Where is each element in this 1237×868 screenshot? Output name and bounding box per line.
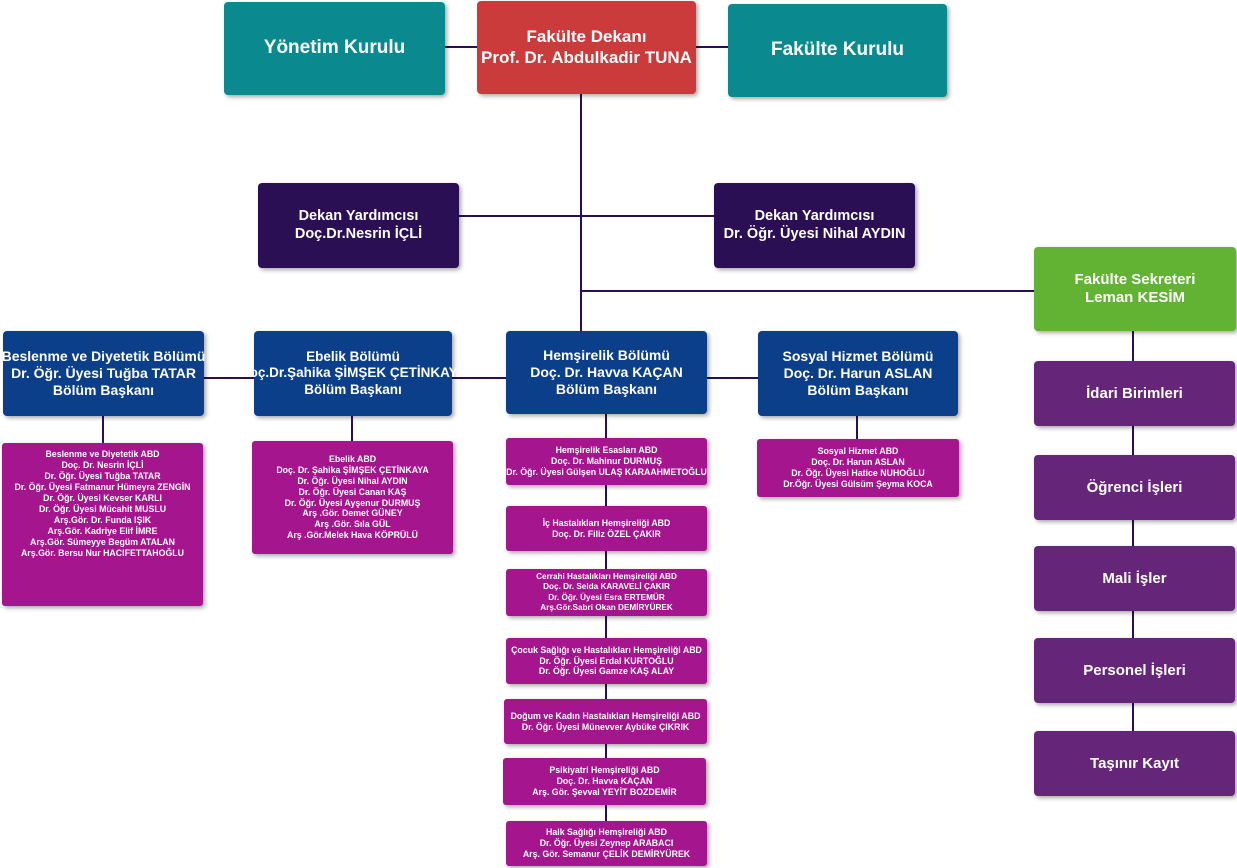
abd-line: Dr. Öğr. Üyesi Gülşen ULAŞ KARAAHMETOĞLU [506,466,707,477]
abd-line: Dr. Öğr. Üyesi Zeynep ARABACI [539,838,674,848]
unit-label: Taşınır Kayıt [1090,754,1179,772]
abd-line: Arş. Gör. Şevval YEYİT BOZDEMİR [532,786,677,797]
hemsirelik-esaslari-abd: Hemşirelik Esasları ABD Doç. Dr. Mahinur… [506,438,707,485]
abd-line: Doğum ve Kadın Hastalıkları Hemşireliği … [510,710,701,721]
abd-line: Halk Sağlığı Hemşireliği ABD [546,827,667,838]
abd-line: Arş.Gör. Kadriye Elif İMRE [47,525,158,536]
unit-label: Personel İşleri [1083,661,1186,679]
vice-dean-left-title: Dekan Yardımcısı [298,208,419,225]
abd-line: Arş.Gör. Sümeyye Begüm ATALAN [29,536,175,547]
abd-line: Arş.Gör. Bersu Nur HACIFETTAHOĞLU [20,547,185,558]
halk-sagligi-abd: Halk Sağlığı Hemşireliği ABD Dr. Öğr. Üy… [506,821,707,866]
abd-line: Dr. Öğr. Üyesi Gamze KAŞ ALAY [538,666,675,677]
department-beslenme: Beslenme ve Diyetetik Bölümü Dr. Öğr. Üy… [1,331,206,416]
abd-line: Dr. Öğr. Üyesi Nihal AYDIN [297,475,408,486]
secretary-name: Leman KESİM [1084,289,1186,306]
unit-idari-birimleri: İdari Birimleri [1034,361,1235,426]
abd-line: Dr. Öğr. Üyesi Hatice NUHOĞLU [791,468,925,478]
secretary-box: Fakülte Sekreteri Leman KESİM [1034,247,1236,331]
abd-line: Doç. Dr. Şahika ŞİMŞEK ÇETİNKAYA [276,464,429,475]
vice-dean-left-name: Doç.Dr.Nesrin İÇLİ [294,225,423,242]
cerrahi-abd: Cerrahi Hastalıkları Hemşireliği ABD Doç… [506,569,707,616]
department-line: Sosyal Hizmet Bölümü [782,348,934,365]
ebelik-abd-box: Ebelik ABD Doç. Dr. Şahika ŞİMŞEK ÇETİNK… [252,441,453,554]
ic-hastaliklari-abd: İç Hastalıkları Hemşireliği ABD Doç. Dr.… [506,506,707,551]
unit-label: İdari Birimleri [1086,384,1183,402]
cocuk-sagligi-abd: Çocuk Sağlığı ve Hastalıkları Hemşireliğ… [506,638,707,684]
dean-title: Fakülte Dekanı [526,27,647,47]
department-line: Dr. Öğr. Üyesi Tuğba TATAR [11,365,196,382]
abd-line: Arş .Gör. Demet GÜNEY [302,508,403,519]
department-line: Doç. Dr. Harun ASLAN [783,365,933,382]
department-line: Doç.Dr.Şahika ŞİMŞEK ÇETİNKAYA [239,365,467,381]
abd-line: Sosyal Hizmet ABD [817,446,899,457]
dean-name: Prof. Dr. Abdulkadir TUNA [481,47,692,67]
abd-line: Arş.Gör.Sabri Okan DEMİRYÜREK [540,602,673,612]
abd-line: Doç. Dr. Selda KARAVELİ ÇAKIR [543,582,670,592]
abd-line: Dr. Öğr. Üyesi Tuğba TATAR [44,470,161,481]
department-line: Bölüm Başkanı [555,380,658,397]
abd-line: Dr. Öğr. Üyesi Münevver Aybüke ÇIKRIK [521,721,690,732]
department-line: Bölüm Başkanı [52,381,155,398]
unit-label: Öğrenci İşleri [1086,478,1183,496]
department-line: Bölüm Başkanı [304,381,402,397]
unit-mali-isler: Mali İşler [1034,546,1235,611]
abd-line: Arş. Gör. Semanur ÇELİK DEMİRYÜREK [522,848,691,859]
abd-line: Dr. Öğr. Üyesi Mücahit MUSLU [38,503,167,514]
abd-line: İç Hastalıkları Hemşireliği ABD [542,517,671,528]
abd-line: Beslenme ve Diyetetik ABD [45,449,160,459]
abd-line: Dr. Öğr. Üyesi Ayşenur DURMUŞ [284,497,421,508]
abd-line: Dr. Öğr. Üyesi Kevser KARLI [43,492,162,503]
abd-line: Cerrahi Hastalıkları Hemşireliği ABD [536,572,677,581]
yonetim-kurulu-box: Yönetim Kurulu [224,2,445,95]
department-sosyal-hizmet: Sosyal Hizmet Bölümü Doç. Dr. Harun ASLA… [758,331,958,416]
abd-line: Psikiyatri Hemşireliği ABD [549,765,660,776]
vice-dean-box-left: Dekan Yardımcısı Doç.Dr.Nesrin İÇLİ [258,183,459,268]
department-line: Beslenme ve Diyetetik Bölümü [1,348,206,365]
unit-ogrenci-isleri: Öğrenci İşleri [1034,455,1235,520]
abd-line: Dr.Öğr. Üyesi Gülsüm Şeyma KOCA [783,478,933,489]
abd-line: Doç. Dr. Havva KAÇAN [556,776,653,786]
abd-line: Doç. Dr. Filiz ÖZEL ÇAKIR [552,528,661,539]
fakulte-kurulu-box: Fakülte Kurulu [728,4,947,97]
unit-tasinir-kayit: Taşınır Kayıt [1034,731,1235,796]
department-line: Hemşirelik Bölümü [543,347,670,364]
abd-line: Arş .Gör.Melek Hava KÖPRÜLÜ [286,530,419,541]
beslenme-abd-box: Beslenme ve Diyetetik ABD Doç. Dr. Nesri… [2,443,203,606]
abd-line: Doç. Dr. Harun ASLAN [811,457,905,468]
department-line: Bölüm Başkanı [807,381,909,398]
fakulte-kurulu-label: Fakülte Kurulu [770,39,904,61]
department-ebelik: Ebelik Bölümü Doç.Dr.Şahika ŞİMŞEK ÇETİN… [240,331,466,416]
unit-label: Mali İşler [1102,569,1167,587]
dogum-kadin-abd: Doğum ve Kadın Hastalıkları Hemşireliği … [504,699,707,744]
abd-line: Dr. Öğr. Üyesi Erdal KURTOĞLU [539,655,674,666]
department-hemsirelik: Hemşirelik Bölümü Doç. Dr. Havva KAÇAN B… [506,331,707,414]
abd-line: Dr. Öğr. Üyesi Canan KAŞ [298,486,407,497]
vice-dean-box-right: Dekan Yardımcısı Dr. Öğr. Üyesi Nihal AY… [714,183,915,268]
abd-line: Çocuk Sağlığı ve Hastalıkları Hemşireliğ… [511,644,702,655]
sosyal-hizmet-abd-box: Sosyal Hizmet ABD Doç. Dr. Harun ASLAN D… [757,439,959,497]
yonetim-kurulu-label: Yönetim Kurulu [263,37,406,59]
unit-personel-isleri: Personel İşleri [1034,638,1235,703]
vice-dean-right-name: Dr. Öğr. Üyesi Nihal AYDIN [723,225,906,242]
dean-box: Fakülte Dekanı Prof. Dr. Abdulkadir TUNA [477,1,696,94]
abd-line: Doç. Dr. Mahinur DURMUŞ [551,456,662,466]
department-line: Ebelik Bölümü [306,349,400,365]
abd-line: Dr. Öğr. Üyesi Fatmanur Hümeyra ZENGİN [14,481,191,492]
abd-line: Dr. Öğr. Üyesi Esra ERTEMÜR [548,592,665,602]
abd-line: Hemşirelik Esasları ABD [555,445,658,456]
secretary-title: Fakülte Sekreteri [1074,271,1196,288]
department-line: Doç. Dr. Havva KAÇAN [530,364,683,381]
abd-line: Ebelik ABD [328,453,377,464]
vice-dean-right-title: Dekan Yardımcısı [754,208,875,225]
psikiyatri-abd: Psikiyatri Hemşireliği ABD Doç. Dr. Havv… [503,758,706,805]
abd-line: Arş.Gör. Dr. Funda IŞIK [53,514,152,525]
abd-line: Doç. Dr. Nesrin İÇLİ [61,459,144,470]
abd-line: Arş .Gör. Sıla GÜL [314,519,391,530]
